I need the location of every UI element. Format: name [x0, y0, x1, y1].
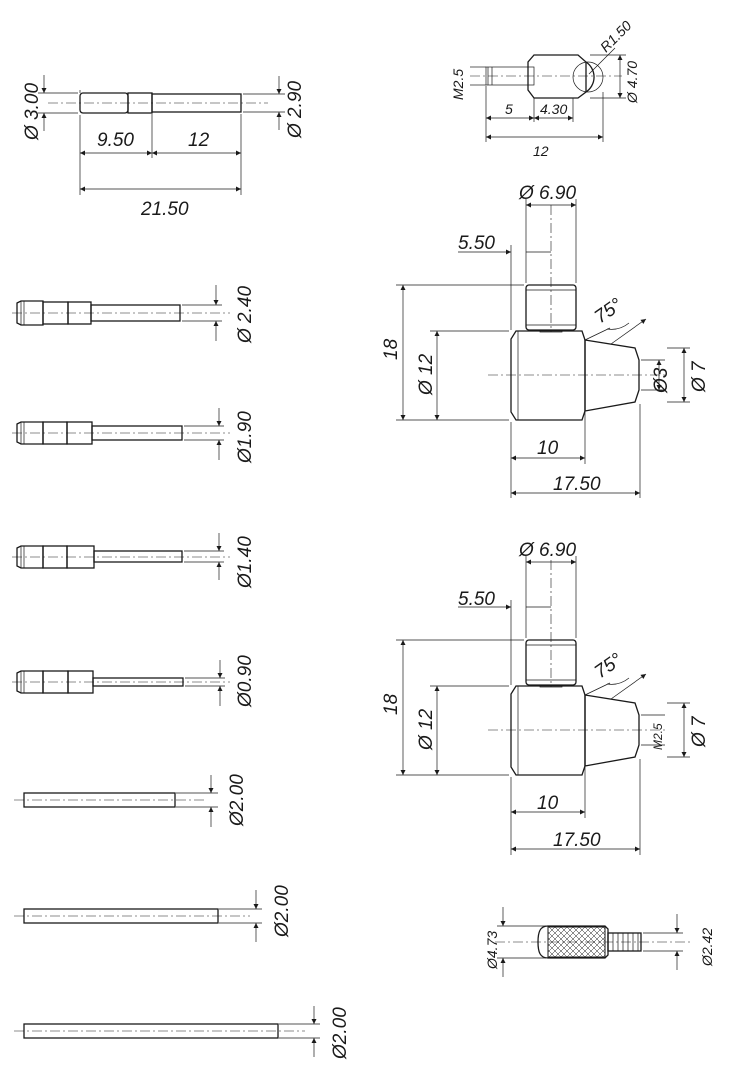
pin-main-len-b: 12 [188, 130, 210, 151]
rod-3-dia: Ø2.00 [330, 1007, 351, 1060]
cone-block-2-cone-dia: Ø 7 [689, 715, 710, 748]
cone-block-2-angle: 75° [591, 649, 627, 683]
cone-block-2-drawing: Ø 6.90 5.50 18 Ø 12 75° M2.5 Ø 7 [381, 540, 710, 855]
ball-tip-drawing: R1.50 M2.5 Ø 4.70 5 4.30 12 [450, 17, 640, 159]
pin-140-drawing: Ø1.40 [12, 533, 256, 589]
pin-main-drawing: Ø 3.00 Ø 2.90 9.50 12 21.50 [22, 75, 306, 220]
cone-block-2-body-dia: Ø 12 [416, 708, 437, 751]
ball-tip-thread: M2.5 [450, 69, 466, 100]
cone-block-1-tip-dia: Ø3 [651, 367, 672, 394]
rod-2-dia: Ø2.00 [272, 885, 293, 938]
ball-tip-dia: Ø 4.70 [624, 61, 640, 104]
pin-240-dia: Ø 2.40 [235, 286, 256, 344]
ball-tip-len-a: 5 [505, 101, 513, 117]
cone-block-2-top-dia: Ø 6.90 [518, 540, 576, 561]
pin-090-drawing: Ø0.90 [12, 655, 256, 708]
pin-240-drawing: Ø 2.40 [12, 285, 256, 344]
cone-block-1-cone-dia: Ø 7 [689, 360, 710, 393]
cone-block-1-angle: 75° [591, 294, 627, 328]
pin-190-dia: Ø1.90 [235, 411, 256, 464]
ball-tip-len-b: 4.30 [540, 101, 567, 117]
cone-block-1-top-dia: Ø 6.90 [518, 183, 576, 204]
cone-block-2-tip-thread: M2.5 [651, 723, 665, 750]
ball-tip-len-total: 12 [533, 143, 549, 159]
pin-main-len-total: 21.50 [140, 199, 189, 220]
pin-090-dia: Ø0.90 [235, 655, 256, 708]
cone-block-2-body-len: 10 [537, 793, 559, 814]
cone-block-1-body-dia: Ø 12 [416, 353, 437, 396]
knurled-screw-shank-dia: Ø2.42 [699, 928, 715, 967]
knurled-screw-drawing: Ø4.73 Ø2.42 [484, 907, 715, 977]
pin-190-drawing: Ø1.90 [12, 408, 256, 464]
pin-main-dia-right: Ø 2.90 [285, 81, 306, 139]
cone-block-1-total-len: 17.50 [553, 474, 601, 495]
rod-2-drawing: Ø2.00 [14, 885, 293, 942]
cone-block-1-body-len: 10 [537, 438, 559, 459]
pin-main-dia-left: Ø 3.00 [22, 83, 43, 141]
cone-block-1-height: 18 [381, 338, 402, 360]
cone-block-1-drawing: Ø 6.90 5.50 18 Ø 12 75° Ø3 Ø 7 [381, 183, 710, 498]
cone-block-2-total-len: 17.50 [553, 830, 601, 851]
pin-140-dia: Ø1.40 [235, 536, 256, 589]
rod-1-dia: Ø2.00 [227, 774, 248, 827]
cone-block-1-offset: 5.50 [458, 233, 495, 254]
rod-3-drawing: Ø2.00 [14, 1006, 351, 1060]
ball-tip-radius: R1.50 [597, 17, 635, 55]
cone-block-2-offset: 5.50 [458, 589, 495, 610]
cone-block-2-height: 18 [381, 693, 402, 715]
knurled-screw-head-dia: Ø4.73 [484, 931, 500, 970]
rod-1-drawing: Ø2.00 [14, 774, 248, 827]
pin-main-len-a: 9.50 [97, 130, 134, 151]
